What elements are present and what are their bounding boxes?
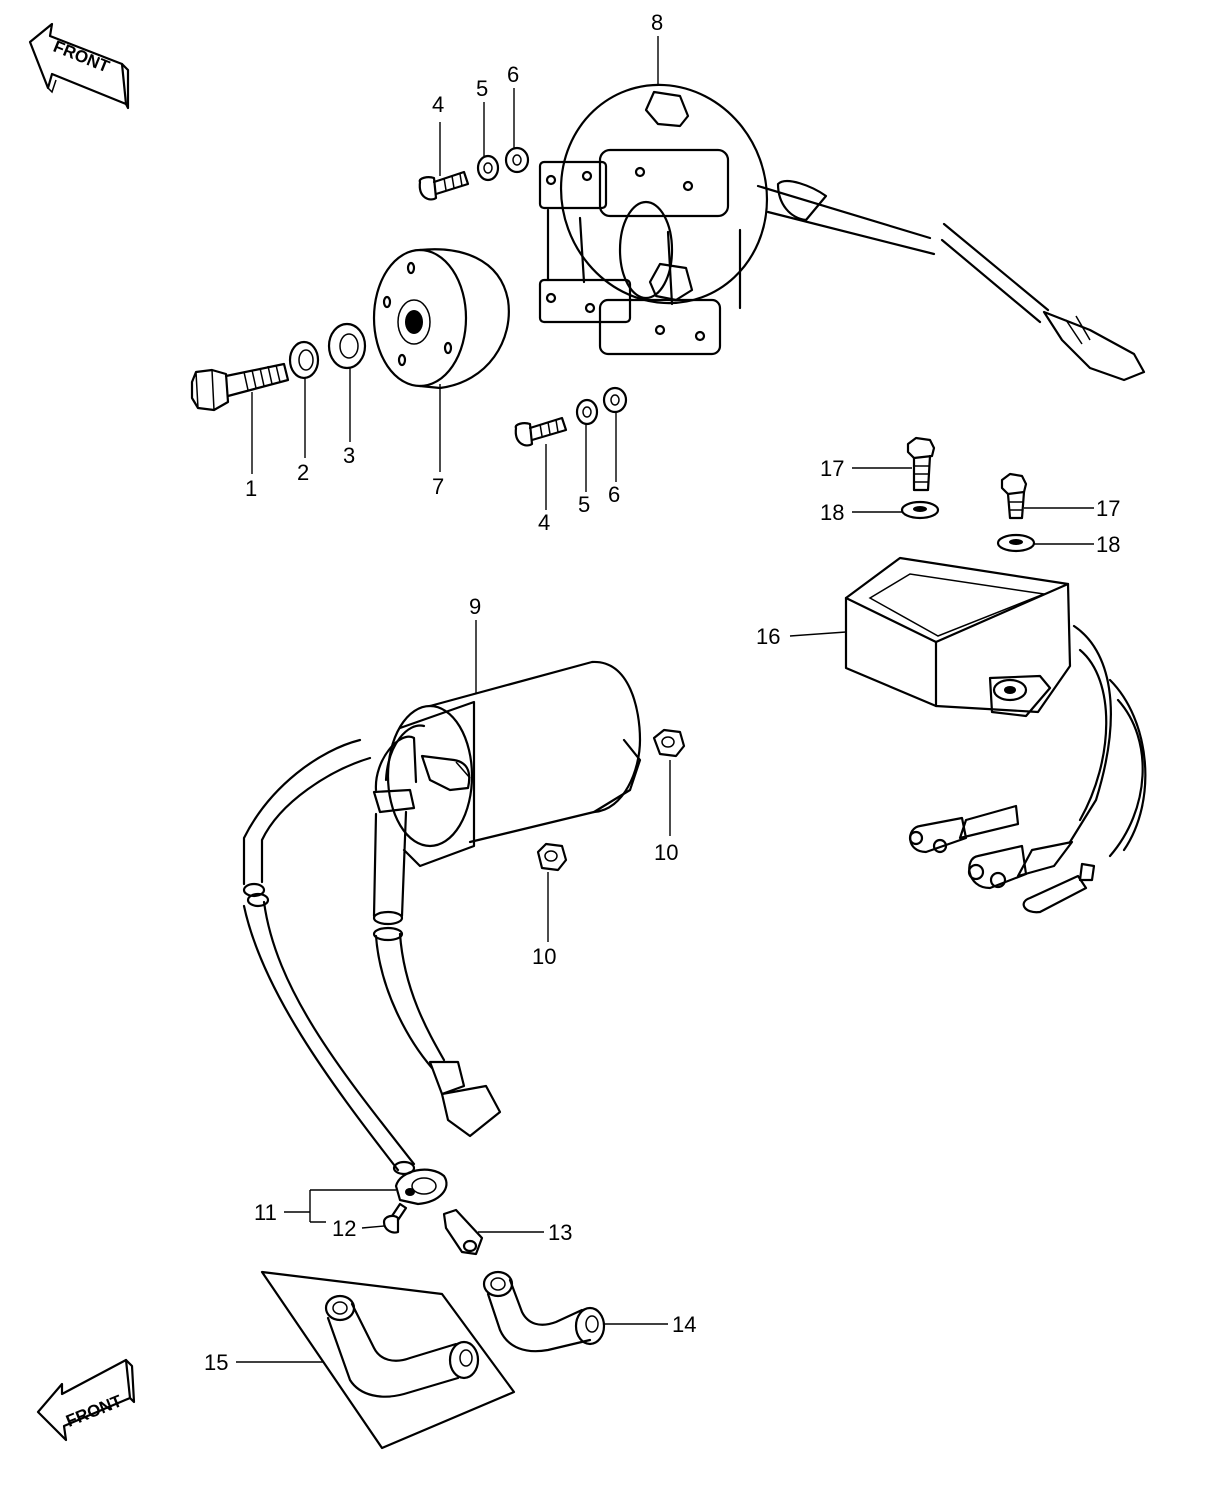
label-part-6-top: 6 — [507, 62, 519, 87]
washer-part-6-top — [504, 146, 530, 174]
label-part-8: 8 — [651, 10, 663, 35]
plug-cap-part-14 — [482, 1270, 606, 1353]
label-part-6-bottom: 6 — [608, 482, 620, 507]
screw-part-4-bottom — [514, 416, 568, 447]
ignition-coil-part-9 — [242, 660, 642, 1176]
label-part-18-left: 18 — [820, 500, 844, 525]
part-labels: 1 2 3 4 4 5 5 6 6 7 8 9 10 10 11 12 13 1… — [204, 10, 1120, 1375]
terminal-part-13 — [442, 1208, 484, 1256]
label-part-4-top: 4 — [432, 92, 444, 117]
label-part-5-bottom: 5 — [578, 492, 590, 517]
label-part-15: 15 — [204, 1350, 228, 1375]
label-part-10-right: 10 — [654, 840, 678, 865]
washer-part-18-left — [900, 500, 940, 520]
stator-plate-part-8 — [538, 83, 1146, 382]
front-arrow-icon — [28, 22, 130, 110]
label-part-9: 9 — [469, 594, 481, 619]
label-part-16: 16 — [756, 624, 780, 649]
label-part-18-right: 18 — [1096, 532, 1120, 557]
lock-washer-part-5-top — [476, 154, 500, 182]
label-part-17-right: 17 — [1096, 496, 1120, 521]
clamp-part-11 — [394, 1168, 448, 1206]
label-part-11: 11 — [254, 1200, 277, 1225]
screw-part-12 — [382, 1202, 408, 1234]
front-arrow-top: FRONT — [28, 22, 130, 110]
flywheel-rotor-part-7 — [372, 248, 510, 390]
washer-part-3 — [327, 322, 367, 370]
plug-cap-part-15 — [260, 1270, 516, 1450]
lock-washer-part-2 — [288, 340, 320, 380]
label-part-3: 3 — [343, 443, 355, 468]
front-label: FRONT — [51, 37, 113, 77]
leader-lines — [236, 36, 1094, 1363]
front-label: FRONT — [63, 1391, 125, 1431]
label-part-17-left: 17 — [820, 456, 844, 481]
bolt-part-17-left — [906, 436, 936, 492]
label-part-1: 1 — [245, 476, 257, 501]
nut-part-10-left — [536, 842, 568, 872]
washer-part-18-right — [996, 533, 1036, 553]
label-part-2: 2 — [297, 460, 309, 485]
washer-part-6-bottom — [602, 386, 628, 414]
front-arrow-bottom: FRONT — [36, 1358, 136, 1442]
cdi-unit-part-16 — [844, 556, 1147, 914]
bolt-part-1 — [190, 362, 290, 412]
label-part-12: 12 — [332, 1216, 356, 1241]
label-part-4-bottom: 4 — [538, 510, 550, 535]
label-part-5-top: 5 — [476, 76, 488, 101]
front-arrow-icon — [36, 1358, 136, 1442]
bolt-part-17-right — [1000, 472, 1028, 520]
nut-part-10-right — [652, 728, 686, 758]
label-part-10-left: 10 — [532, 944, 556, 969]
label-part-13: 13 — [548, 1220, 572, 1245]
label-part-14: 14 — [672, 1312, 696, 1337]
screw-part-4-top — [418, 170, 470, 201]
lock-washer-part-5-bottom — [575, 398, 599, 426]
label-part-7: 7 — [432, 474, 444, 499]
